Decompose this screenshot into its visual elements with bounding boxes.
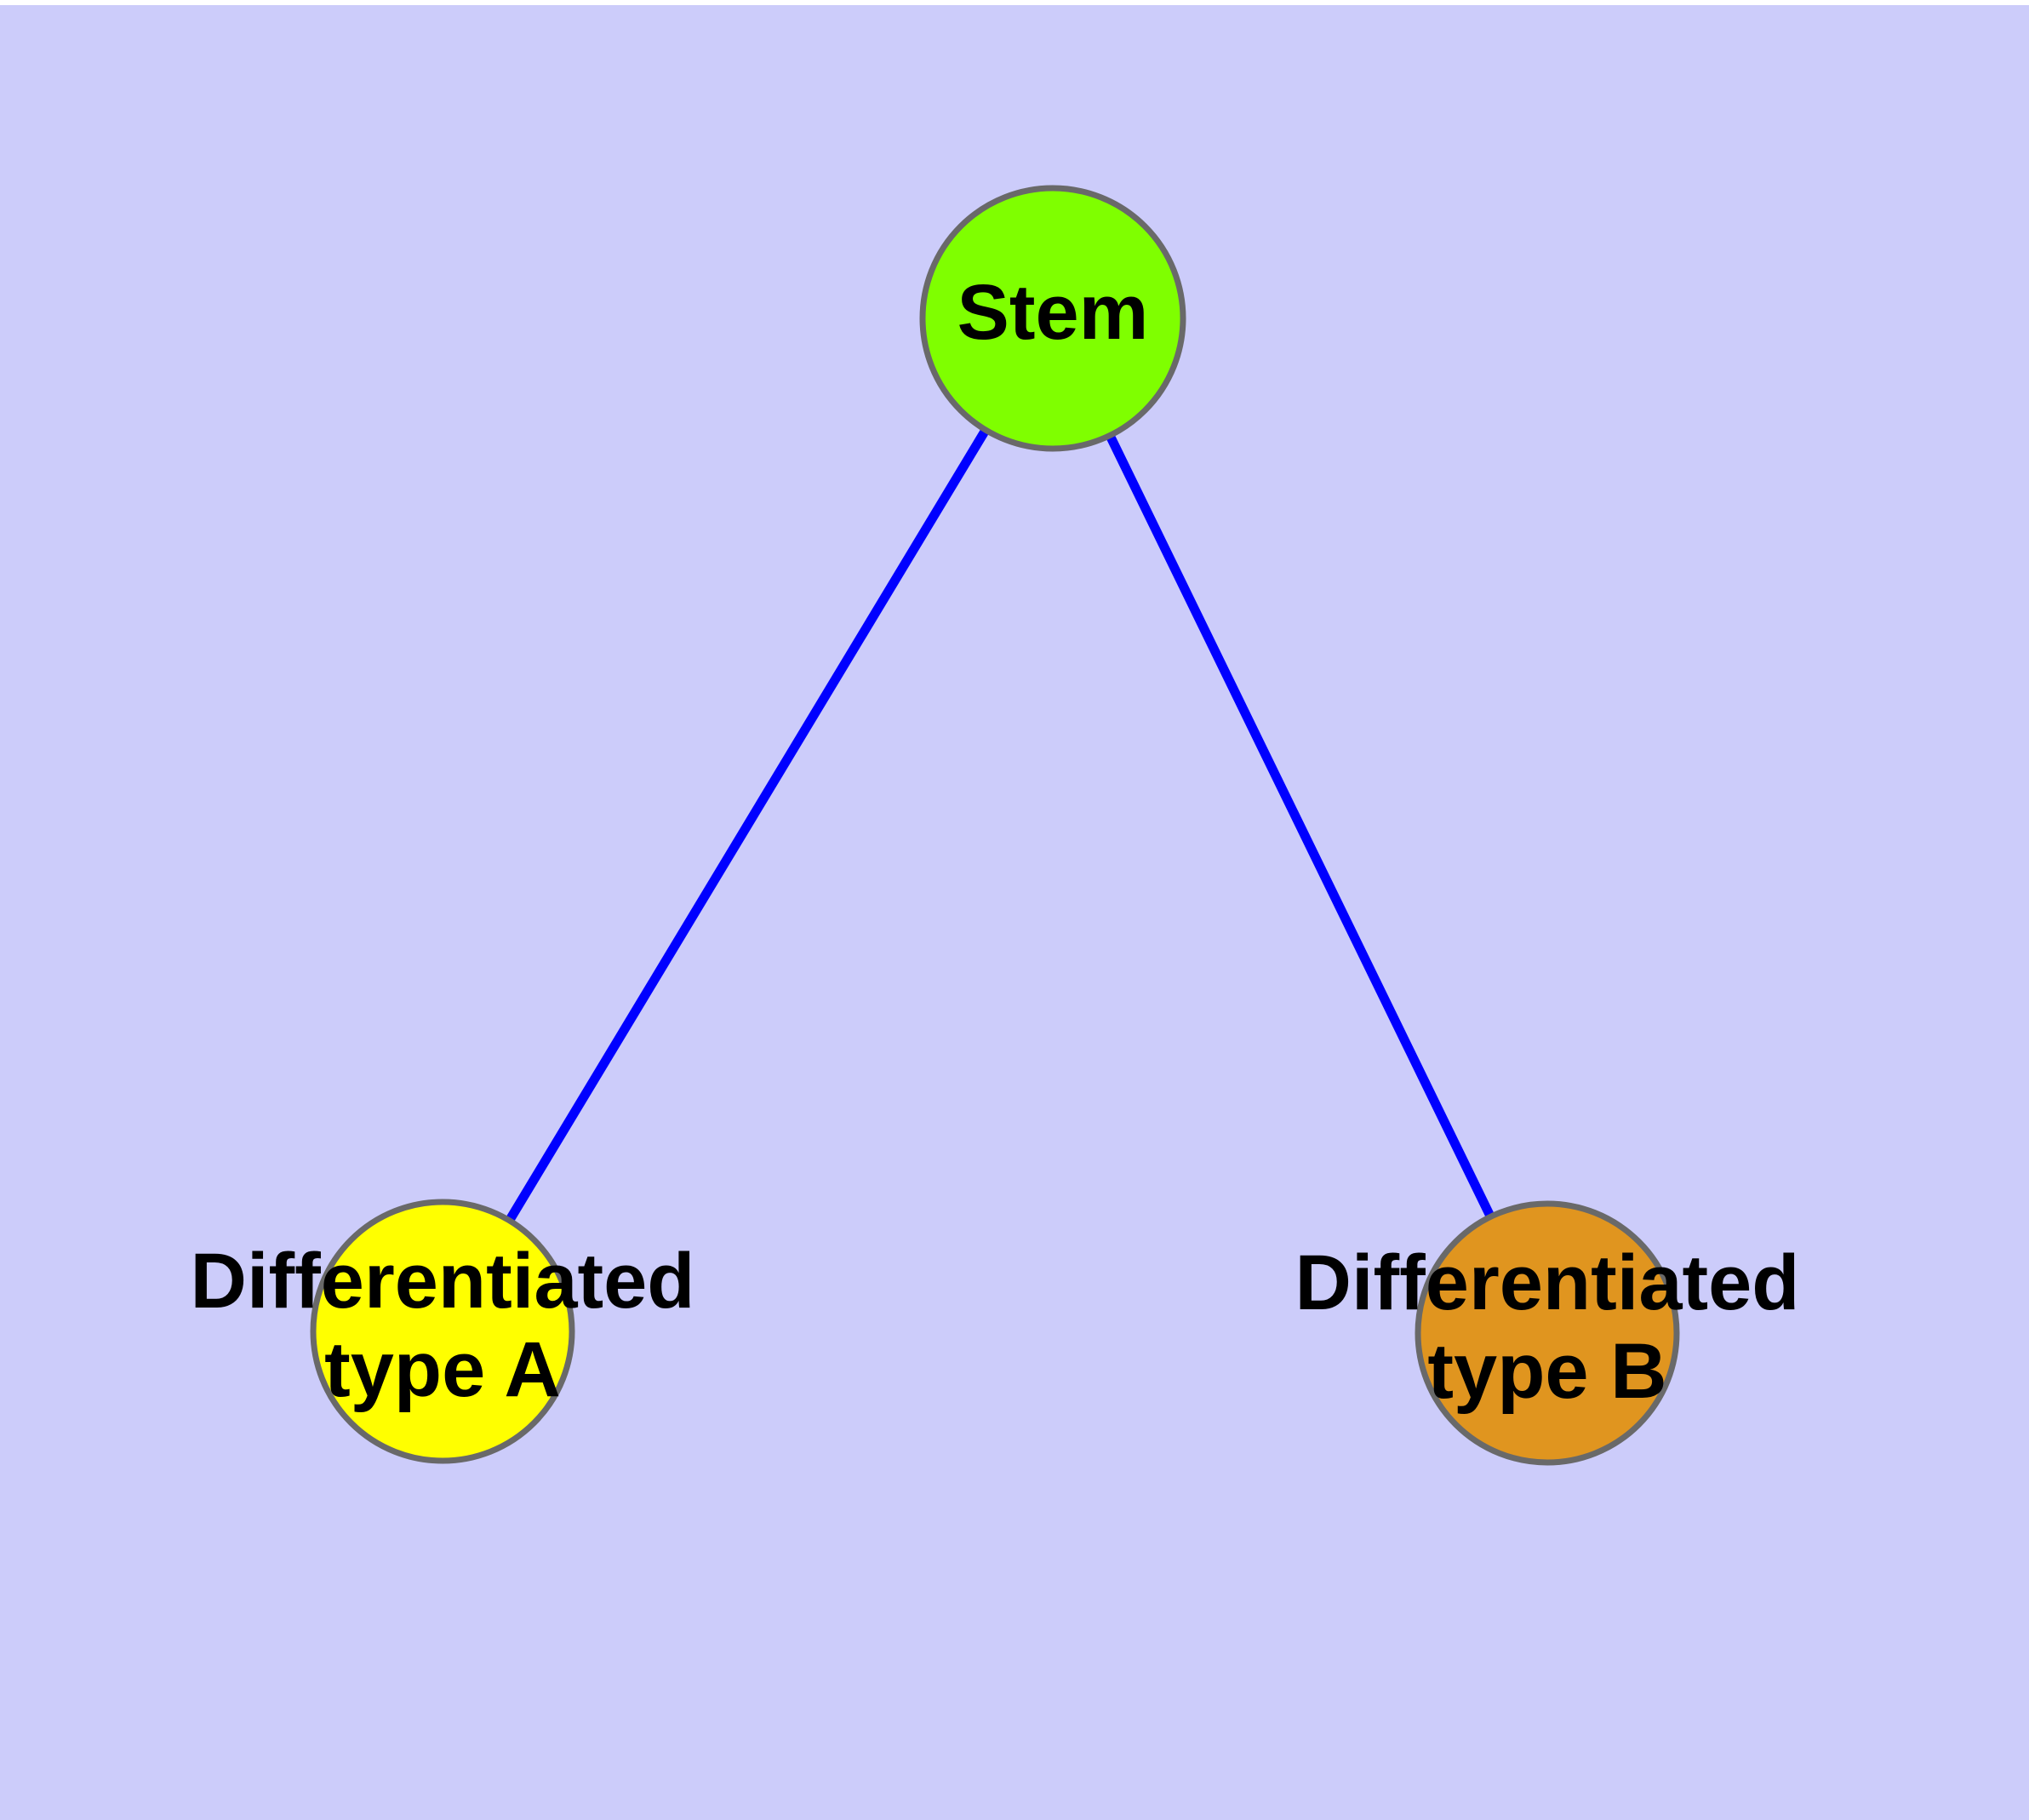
graph-node-label-line: Stem <box>957 269 1149 356</box>
top-margin-strip <box>0 0 2029 5</box>
graph-node-label-line: Differentiated <box>1295 1239 1800 1326</box>
graph-node-stem[interactable] <box>919 185 1186 452</box>
graph-node-label-line: type A <box>324 1326 561 1413</box>
graph-edge-stem-to-diff_a[interactable] <box>500 420 994 1231</box>
graph-node-diff_b[interactable] <box>1415 1200 1680 1466</box>
graph-node-diff_a[interactable] <box>310 1199 575 1464</box>
graph-edge-stem-to-diff_b[interactable] <box>1101 426 1499 1227</box>
graph-node-label-stem: Stem <box>957 269 1149 356</box>
edge-layer <box>500 420 1499 1231</box>
graph-node-label-line: Differentiated <box>191 1238 695 1325</box>
node-layer <box>310 185 1680 1466</box>
graph-node-label-line: type B <box>1427 1328 1666 1415</box>
